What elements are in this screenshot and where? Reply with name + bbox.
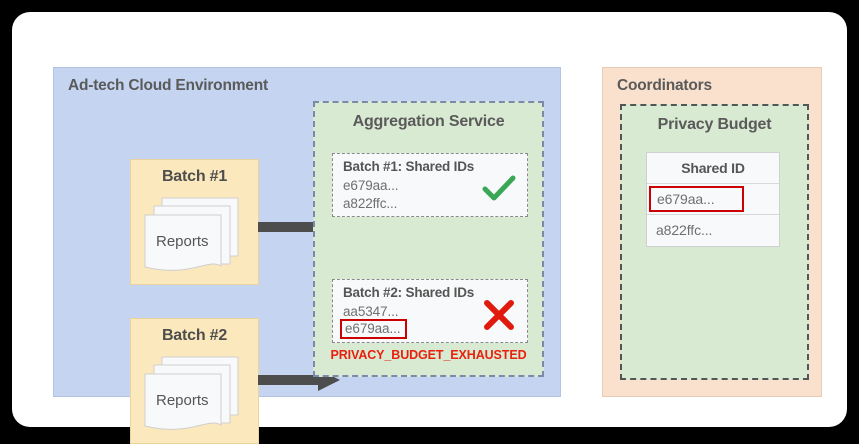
batch-2-label: Batch #2 <box>161 327 228 344</box>
batch-1-box: Batch #1 Reports <box>130 159 259 285</box>
aggregation-service-panel: Aggregation Service Batch #1: Shared IDs… <box>313 101 544 377</box>
privacy-budget-table: Shared ID e679aa... a822ffc... <box>646 152 780 247</box>
shared-id-cell: a822ffc... <box>656 222 713 238</box>
aggregation-service-title: Aggregation Service <box>352 113 505 130</box>
aggregation-batch-2-id-0: aa5347... <box>343 304 399 319</box>
x-icon <box>481 297 517 333</box>
table-row: e679aa... <box>647 184 779 215</box>
privacy-budget-title: Privacy Budget <box>657 116 772 133</box>
aggregation-batch-1-card: Batch #1: Shared IDs e679aa... a822ffc..… <box>332 153 528 217</box>
aggregation-batch-2-heading: Batch #2: Shared IDs <box>343 285 475 300</box>
svg-text:Reports: Reports <box>156 392 209 409</box>
aggregation-batch-1-id-1: a822ffc... <box>343 196 398 211</box>
aggregation-batch-2-card: Batch #2: Shared IDs aa5347... e679aa... <box>332 279 528 343</box>
column-header-shared-id: Shared ID <box>681 160 745 176</box>
aggregation-batch-1-heading: Batch #1: Shared IDs <box>343 159 475 174</box>
coordinators-panel-title: Coordinators <box>617 77 712 94</box>
svg-text:Reports: Reports <box>156 233 209 250</box>
reports-stack-icon: Reports <box>142 355 250 437</box>
shared-id-cell-highlighted: e679aa... <box>649 186 744 212</box>
table-header-row: Shared ID <box>647 153 779 184</box>
privacy-budget-error-text: PRIVACY_BUDGET_EXHAUSTED <box>330 348 527 362</box>
check-icon <box>481 171 517 207</box>
privacy-budget-panel: Privacy Budget Shared ID e679aa... a822f… <box>620 104 809 380</box>
adtech-panel-title: Ad-tech Cloud Environment <box>68 77 268 94</box>
reports-stack-icon: Reports <box>142 196 250 278</box>
coordinators-panel: Coordinators Privacy Budget Shared ID e6… <box>602 67 822 397</box>
adtech-cloud-environment-panel: Ad-tech Cloud Environment Batch #1 Repor… <box>53 67 561 444</box>
aggregation-batch-1-id-0: e679aa... <box>343 178 399 193</box>
diagram-canvas: Ad-tech Cloud Environment Batch #1 Repor… <box>12 12 847 444</box>
batch-1-label: Batch #1 <box>161 168 228 185</box>
aggregation-batch-2-id-1-highlighted: e679aa... <box>340 319 408 339</box>
batch-2-box: Batch #2 Reports <box>130 318 259 444</box>
table-row: a822ffc... <box>647 215 779 246</box>
